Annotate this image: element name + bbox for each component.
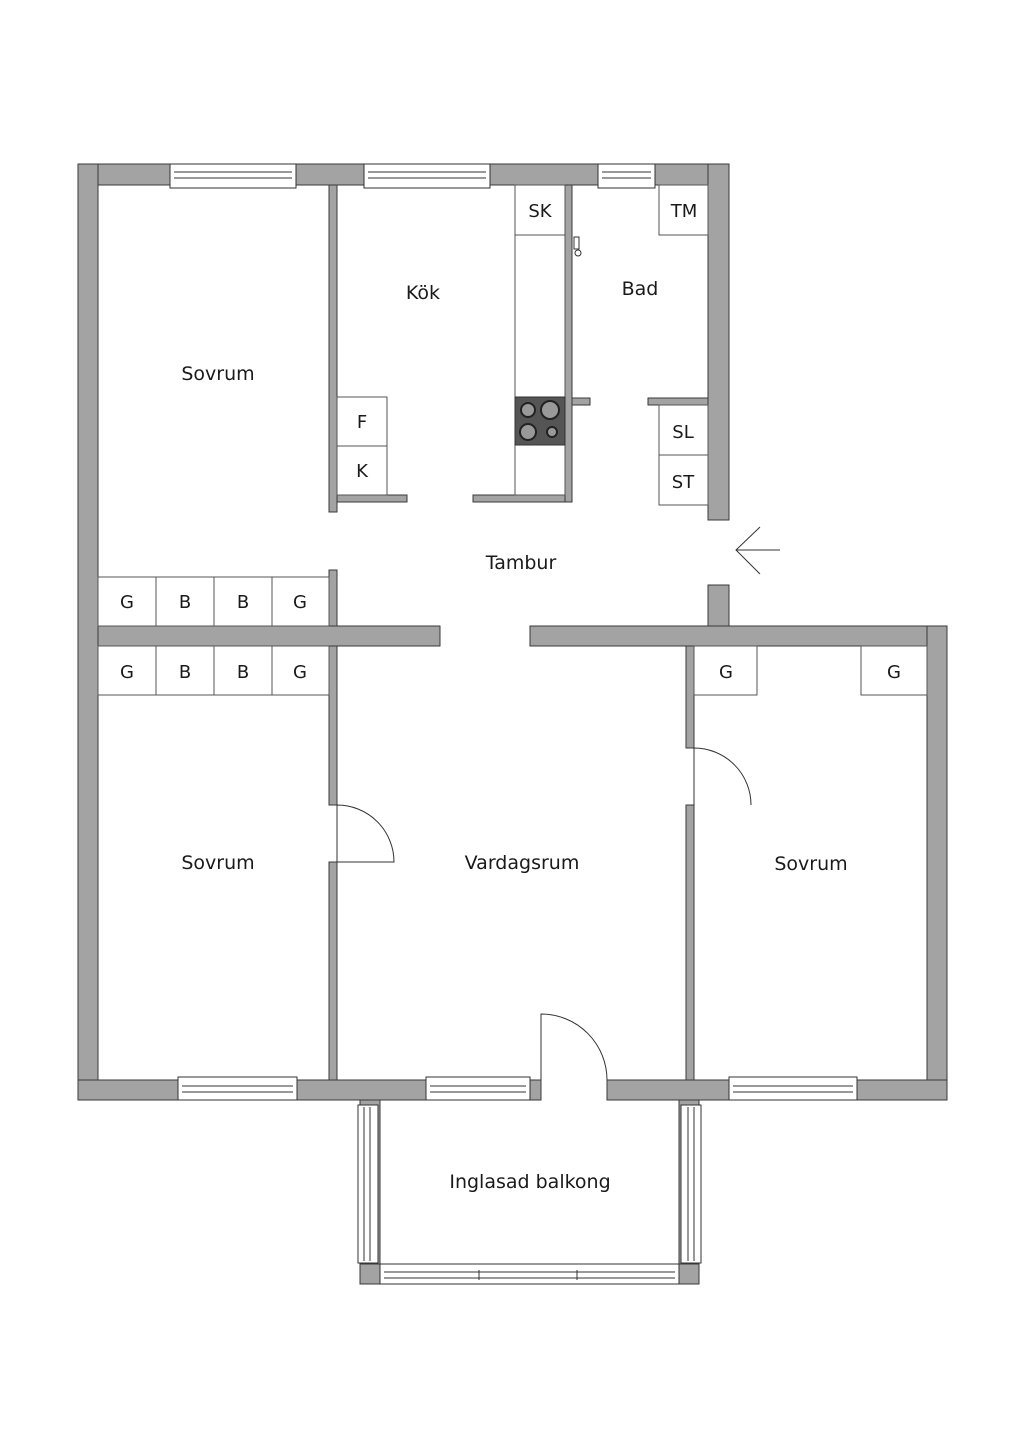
closet-label: B bbox=[237, 662, 249, 683]
faucet-icon bbox=[573, 236, 582, 257]
door-right-bedroom bbox=[693, 747, 752, 806]
fixture-sl bbox=[658, 404, 709, 456]
windows bbox=[169, 163, 858, 1285]
closet-label: G bbox=[719, 662, 733, 683]
fixture-k bbox=[336, 445, 388, 496]
room-label-hall: Tambur bbox=[485, 552, 557, 574]
closet-label: B bbox=[237, 592, 249, 613]
label-k: K bbox=[356, 461, 369, 482]
closet-label: G bbox=[120, 592, 134, 613]
closet-label: G bbox=[293, 592, 307, 613]
closet-label: B bbox=[179, 592, 191, 613]
closet-label: G bbox=[120, 662, 134, 683]
fixture-f bbox=[336, 396, 388, 447]
room-label-balcony: Inglasad balkong bbox=[449, 1171, 610, 1193]
room-label-bedroom-left: Sovrum bbox=[181, 852, 254, 874]
room-label-bedroom-top: Sovrum bbox=[181, 363, 254, 385]
closet-label: G bbox=[293, 662, 307, 683]
fixture-st bbox=[658, 454, 709, 506]
room-label-kitchen: Kök bbox=[406, 282, 440, 304]
closet-label: B bbox=[179, 662, 191, 683]
room-label-living: Vardagsrum bbox=[465, 852, 580, 874]
entrance-arrow-icon bbox=[735, 526, 780, 575]
walls bbox=[77, 163, 948, 1285]
closets-right bbox=[693, 645, 928, 696]
closet-label: G bbox=[887, 662, 901, 683]
room-label-bedroom-right: Sovrum bbox=[774, 853, 847, 875]
label-f: F bbox=[357, 412, 367, 433]
stove-icon bbox=[514, 396, 566, 446]
fixture-tm bbox=[658, 184, 709, 236]
room-label-bath: Bad bbox=[622, 278, 659, 300]
kitchen-counter bbox=[514, 234, 566, 496]
closets-left bbox=[97, 645, 330, 696]
label-sl: SL bbox=[672, 422, 693, 443]
door-left-bedroom bbox=[336, 804, 395, 863]
closets-top bbox=[97, 576, 330, 627]
label-sk: SK bbox=[528, 201, 552, 222]
label-st: ST bbox=[672, 472, 695, 493]
doors bbox=[336, 747, 752, 1081]
label-tm: TM bbox=[670, 201, 698, 222]
fixture-sk bbox=[514, 184, 566, 236]
door-balcony bbox=[540, 1013, 608, 1081]
